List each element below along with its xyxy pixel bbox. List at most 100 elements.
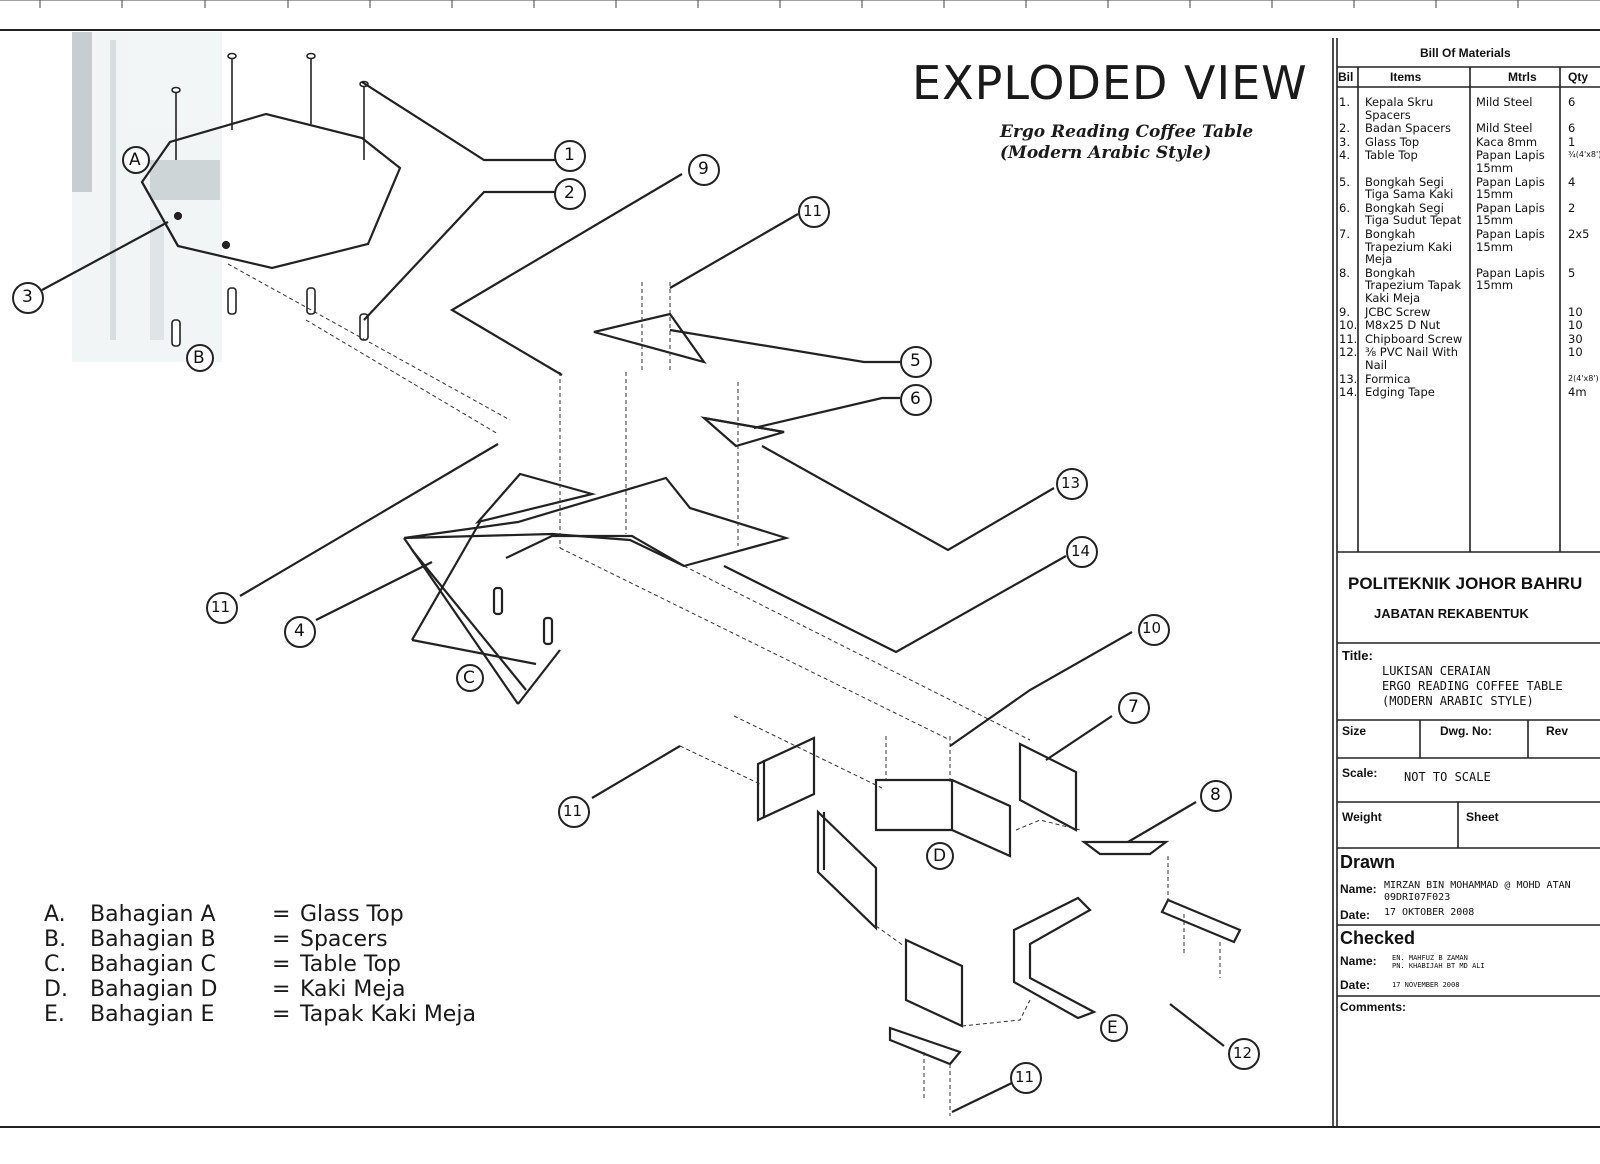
bom-qty: 2(4'x8') [1568,373,1599,383]
bom-material: 15mm [1476,239,1514,254]
bom-bil: 2. [1339,121,1350,136]
bom-material: Kaca 8mm [1476,134,1538,149]
bom-qty: 6 [1568,121,1576,136]
bom-item: Formica [1365,371,1411,386]
hidden-lines [227,263,1221,1116]
bom-bil: 12. [1339,345,1358,360]
scale-value: NOT TO SCALE [1404,770,1491,784]
bom-bil: 8. [1339,265,1350,280]
callout-14: 14 [1071,542,1091,560]
triangle-blocks [593,312,785,448]
bom-title: Bill Of Materials [1420,46,1511,60]
bom-bil: 14. [1339,385,1358,400]
part-label-d: D [933,846,947,866]
bom-bil: 7. [1339,227,1350,241]
callout-bubbles [12,140,1260,1094]
bom-item: Table Top [1365,148,1418,163]
callout-10: 10 [1142,619,1162,637]
bom-item: Bongkah [1365,227,1416,241]
bom-material: Papan Lapis [1476,174,1545,189]
callout-7: 7 [1128,697,1139,717]
callout-12: 12 [1233,1044,1253,1062]
bom-item: Spacers [1365,107,1411,122]
bom-material: 15mm [1476,187,1514,202]
part-label-c: C [463,668,475,688]
bom-qty: 2 [1568,200,1576,215]
bom-bil: 9. [1339,304,1350,319]
legend-row: E.Bahagian E=Tapak Kaki Meja [44,1002,476,1027]
bom-item: ⅜ PVC Nail With [1365,345,1459,360]
bom-item: Edging Tape [1365,385,1435,400]
subtitle-line-1: Ergo Reading Coffee Table [1000,122,1254,142]
comments-label: Comments: [1340,1000,1407,1014]
callout-2: 2 [564,183,575,203]
checked-date: 17 NOVEMBER 2008 [1392,981,1460,989]
department-name: JABATAN REKABENTUK [1374,606,1529,621]
bom-bil: 6. [1339,200,1350,215]
scale-label: Scale: [1342,766,1378,780]
checked-name-1: EN. MAHFUZ B ZAMAN [1392,954,1468,962]
sheet-label: Sheet [1466,810,1499,824]
checked-name-2: PN. KHABIJAH BT MD ALI [1392,962,1485,970]
callout-11c: 11 [563,802,583,820]
bom-material: Papan Lapis [1476,265,1545,280]
bom-header-qty: Qty [1568,70,1589,84]
drawn-date-label: Date: [1340,908,1371,922]
bom-bil: 13. [1339,371,1358,386]
bom-item: Badan Spacers [1365,121,1451,136]
bom-material: Papan Lapis [1476,148,1545,163]
part-label-b: B [193,348,205,368]
drawn-label: Drawn [1340,852,1396,872]
bom-item: Chipboard Screw [1365,331,1463,346]
bom-item: Meja [1365,252,1393,267]
bom-material: Papan Lapis [1476,200,1545,215]
bom-qty: 5 [1568,265,1576,280]
top-ruler [0,0,1600,8]
leg-parts [756,736,1242,1066]
bom-qty: 4 [1568,174,1576,189]
callout-11b: 11 [211,598,231,616]
bom-header-items: Items [1390,70,1422,84]
bom-qty: 10 [1568,345,1583,360]
bom-bil: 10. [1339,318,1358,333]
drawn-name-label: Name: [1340,882,1377,896]
rev-label: Rev [1546,724,1569,738]
bom-qty: ¾(4'x8') [1568,150,1600,160]
bom-material: Mild Steel [1476,95,1533,109]
glass-top-part [140,112,402,270]
bom-item: Bongkah [1365,265,1416,280]
drawing-title: EXPLODED VIEW [912,56,1308,110]
bom-qty: 10 [1568,318,1583,333]
part-label-e: E [1107,1018,1118,1038]
background-photo [72,32,222,362]
part-label-a: A [129,150,141,170]
bom-header-bil: Bil [1338,70,1354,84]
parts-legend: A.Bahagian A=Glass Top B.Bahagian B=Spac… [44,902,476,1027]
checked-label: Checked [1340,928,1416,948]
drawn-date: 17 OKTOBER 2008 [1384,907,1475,918]
callout-13: 13 [1061,474,1081,492]
title-line-2: ERGO READING COFFEE TABLE [1382,679,1563,693]
callout-4: 4 [294,621,305,641]
weight-label: Weight [1342,810,1382,824]
size-label: Size [1342,724,1367,738]
callout-1: 1 [564,145,575,165]
bom-header-mtrls: Mtrls [1508,70,1537,84]
legend-row: B.Bahagian B=Spacers [44,927,388,952]
bom-item: JCBC Screw [1365,304,1431,319]
legend-row: D.Bahagian D=Kaki Meja [44,977,406,1002]
bom-qty: 6 [1568,95,1576,109]
bom-material: Mild Steel [1476,121,1533,136]
bom-qty: 4m [1568,385,1587,400]
table-top-part [403,472,790,705]
bom-qty: 2x5 [1568,227,1590,241]
bom-bil: 4. [1339,148,1350,163]
bom-bil: 5. [1339,174,1350,189]
title-line-3: (MODERN ARABIC STYLE) [1382,694,1534,708]
bom-qty: 1 [1568,134,1576,149]
callout-6: 6 [910,389,921,409]
drawn-name: MIRZAN BIN MOHAMMAD @ MOHD ATAN [1384,880,1571,891]
bom-qty: 10 [1568,304,1583,319]
bom-item: Tiga Sudut Tepat [1365,213,1462,228]
